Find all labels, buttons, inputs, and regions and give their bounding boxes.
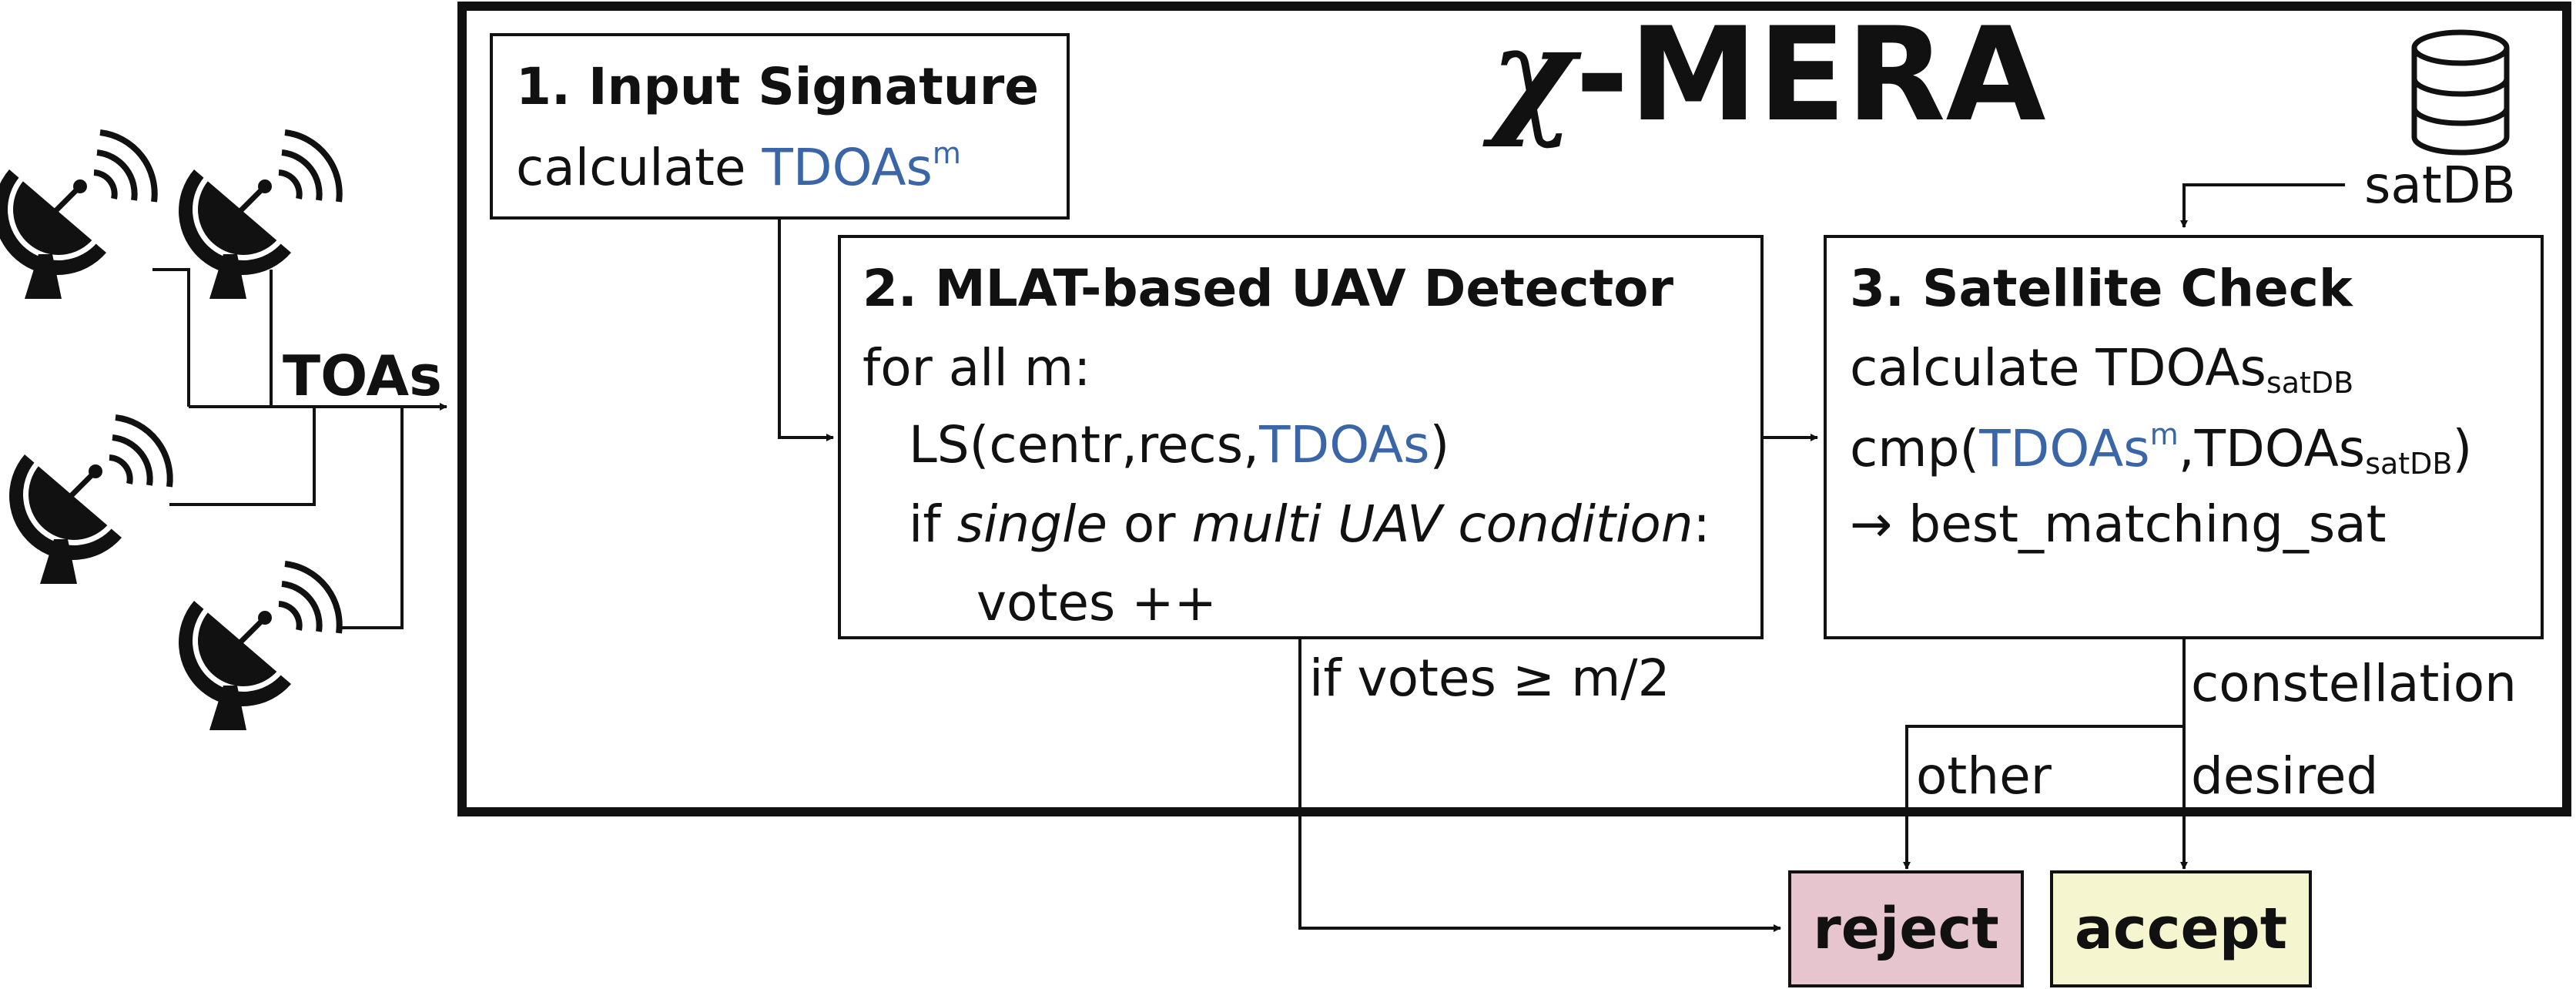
text-calculate: calculate (516, 138, 762, 197)
flow-connectors (778, 183, 2345, 932)
multi-condition: multi UAV condition (1191, 494, 1693, 554)
satellite-check-box (1824, 235, 2544, 639)
satdb-label: satDB (2364, 156, 2516, 215)
toa-input-wires (152, 268, 447, 629)
database-icon (2414, 32, 2507, 153)
input-signature-line: calculate TDOAsm (516, 139, 961, 193)
input-signature-box (490, 33, 1070, 220)
ground-station-icon (179, 132, 340, 299)
votes-condition-label: if votes ≥ m/2 (1309, 649, 1670, 708)
satcheck-line-2: cmp(TDOAsm,TDOAssatDB) (1850, 420, 2472, 478)
cmp-call: cmp( (1850, 419, 1980, 478)
system-title: χ-MERA (1490, 9, 2046, 139)
tdoas-term: TDOAs (762, 138, 933, 197)
tdoas-term: TDOAs (1979, 419, 2150, 478)
mera-system-frame (457, 2, 2571, 816)
other-label: other (1916, 746, 2052, 806)
cmp-close: ) (2452, 419, 2473, 478)
mlat-line-4: votes ++ (976, 573, 1217, 632)
satdb-sub: satDB (2266, 366, 2354, 400)
ground-station-icon (9, 417, 170, 584)
mlat-line-3: if single or multi UAV condition: (909, 499, 1710, 550)
mlat-detector-title: 2. MLAT-based UAV Detector (863, 259, 1674, 318)
ground-station-icon (179, 564, 340, 730)
ground-station-icon (0, 132, 155, 299)
input-signature-title: 1. Input Signature (516, 57, 1040, 116)
mlat-detector-box (838, 235, 1764, 639)
reject-outcome: reject (1788, 870, 2024, 987)
tdoas-term: TDOAs (1259, 415, 1430, 474)
satellite-check-title: 3. Satellite Check (1850, 259, 2353, 318)
satcheck-line-3: → best_matching_sat (1850, 494, 2387, 554)
tdoas-sup: m (932, 136, 961, 170)
tdoas-sup: m (2149, 417, 2179, 451)
satcheck-line-1: calculate TDOAssatDB (1850, 343, 2354, 400)
colon: : (1693, 494, 1710, 554)
accept-outcome: accept (2050, 870, 2312, 987)
mlat-line-2: LS(centr,recs,TDOAs) (909, 420, 1449, 471)
system-title-rest: -MERA (1575, 0, 2046, 150)
kw-if: if (909, 494, 957, 554)
satdb-sub: satDB (2365, 447, 2453, 481)
desired-label: desired (2191, 746, 2379, 806)
text-calculate-tdoas: calculate TDOAs (1850, 338, 2266, 397)
ls-call: LS(centr,recs, (909, 415, 1260, 474)
system-title-chi: χ (1490, 0, 1576, 150)
ls-close: ) (1429, 415, 1450, 474)
single-condition: single (956, 494, 1107, 554)
constellation-label: constellation (2191, 654, 2517, 713)
toas-label: TOAs (283, 344, 442, 408)
mlat-line-1: for all m: (863, 338, 1091, 397)
kw-or: or (1107, 494, 1192, 554)
tdoas-satdb: ,TDOAs (2178, 419, 2366, 478)
